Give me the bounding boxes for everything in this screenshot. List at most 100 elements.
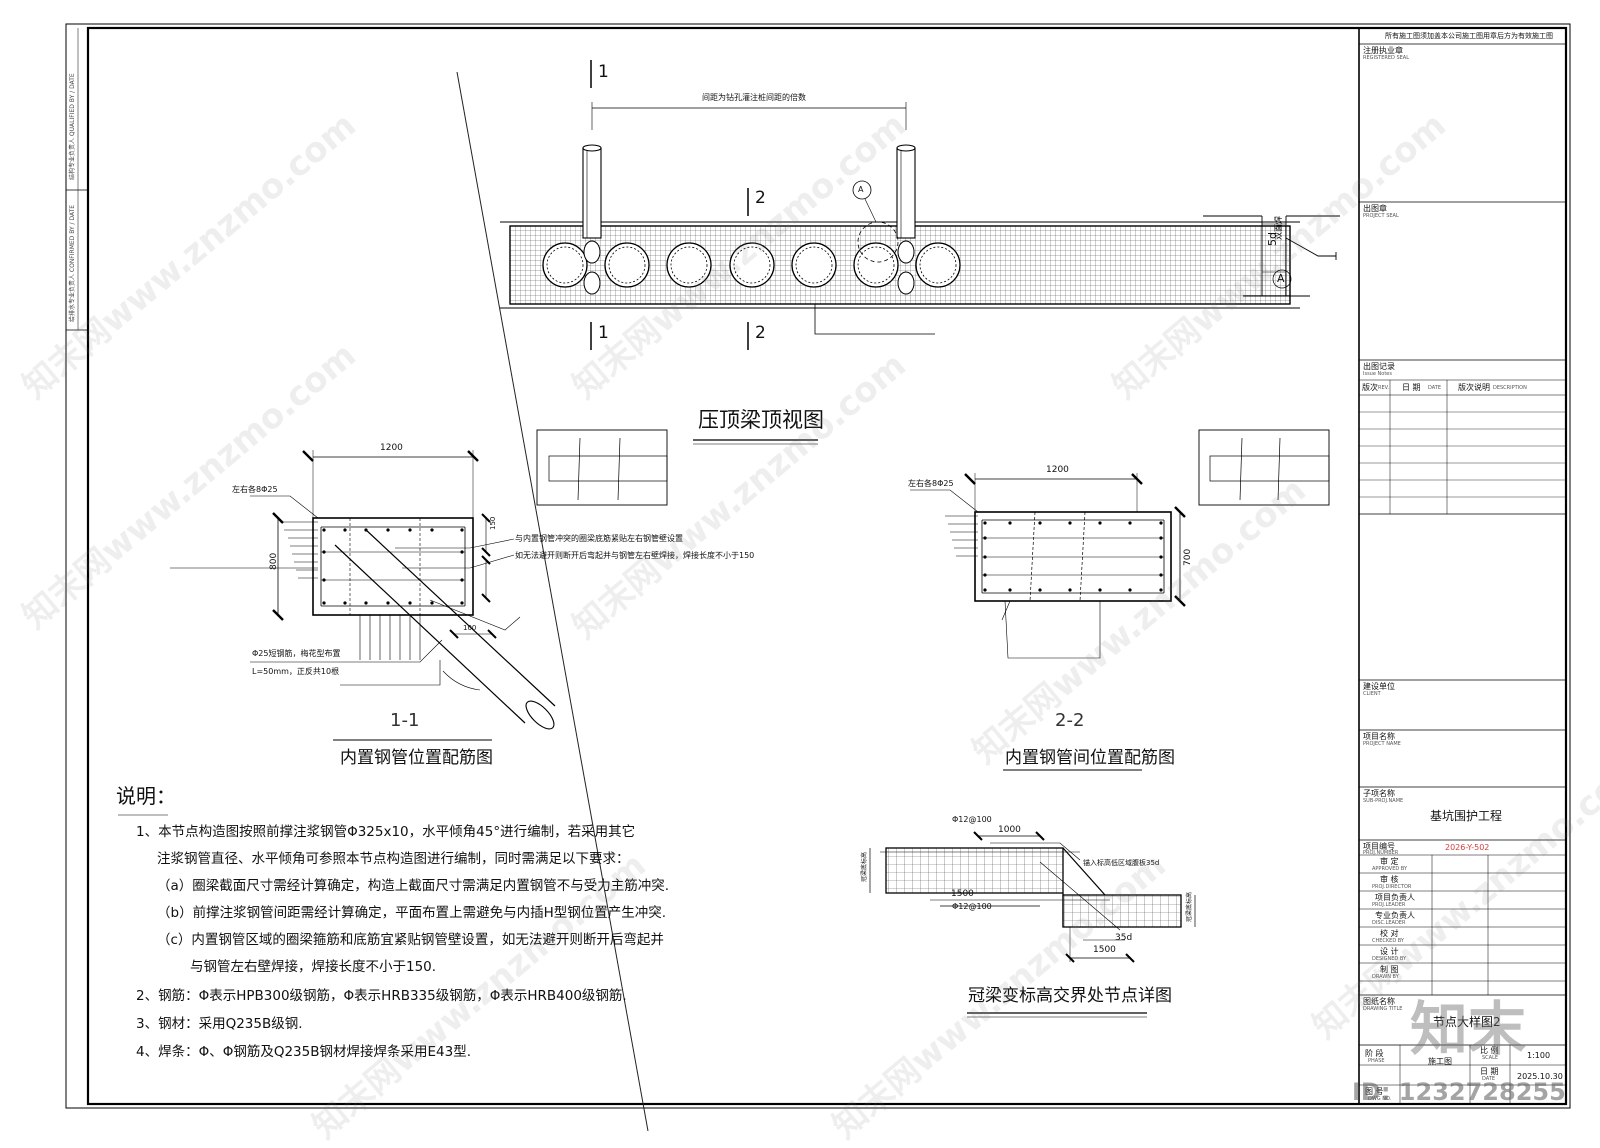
tb-number: 图 号 [1365,1087,1384,1096]
tb-role-3-en: DISC.LEADER [1372,920,1406,926]
section-mark-1-bottom: 1 [598,323,609,343]
tb-role-6-en: DRAWN BY [1372,974,1399,980]
note-line-5: （c）内置钢管区域的圈梁箍筋和底筋宜紧贴钢管壁设置，如无法避开则断开后弯起并 [157,932,664,948]
tb-number-en: DWG NO. [1368,1096,1392,1102]
tb-rev-no-en: REV. [1378,385,1389,391]
tb-role-6: 制 图 [1380,965,1399,974]
tb-project-seal-en: PROJECT SEAL [1363,213,1399,219]
tb-project-name: 项目名称 [1363,732,1395,741]
s1-caption: 内置钢管位置配筋图 [340,748,493,768]
tb-client: 建设单位 [1363,682,1395,691]
s2-bar-note: 左右各8Φ25 [908,479,954,488]
cb-dim-1500b: 1500 [1093,945,1116,955]
tb-phase-en: PHASE [1368,1058,1385,1064]
tb-reg-seal-en: REGISTERED SEAL [1363,55,1409,61]
tb-sub-project-en: SUB-PROJ.NAME [1363,798,1404,804]
tb-header: 所有施工图须加盖本公司施工图用章后方为有效施工图 [1385,32,1553,40]
tb-role-1-en: PROJ.DIRECTOR [1372,884,1412,890]
note-line-7: 2、钢筋：Φ表示HPB300级钢筋，Φ表示HRB335级钢筋，Φ表示HRB400… [136,988,627,1004]
notes-title: 说明： [116,784,176,808]
title-block-frame [1358,28,1566,1104]
tb-role-5-en: DESIGNED BY [1372,956,1407,962]
note-line-9: 4、焊条：Φ、Φ钢筋及Q235B钢材焊接焊条采用E43型. [136,1044,471,1060]
cb-right-label: 冠梁底标高 [1186,891,1193,922]
cb-bar-top: Φ12@100 [952,815,992,824]
watermark-id: ID: 1232728255 [1352,1078,1566,1106]
diagonal-cut-line [456,71,649,1131]
tb-role-0-en: APPROVED BY [1372,866,1408,872]
s1-dim-150: 150 [489,516,497,530]
tb-scale-value: 1:100 [1527,1051,1551,1060]
sidebar-label-top: 结构专业负责人 QUALIFIED BY / DATE [69,73,76,180]
s1-dim-100: 100 [463,624,477,632]
section-2-2-drawing [910,473,1186,771]
cb-dim-1500a: 1500 [951,889,974,899]
cb-dim-35d: 35d [1115,933,1133,943]
crown-beam-drawing [869,831,1196,1018]
tb-role-2-en: PROJ.LEADER [1372,902,1406,908]
tb-scale-en: SCALE [1482,1055,1499,1061]
tb-role-4-en: CHECKED BY [1372,938,1404,944]
cb-anchor-note: 锚入标高低区域腹板35d [1083,859,1160,867]
detail-a-ref: A [1277,272,1285,285]
tb-issue-record-en: Issue Notes [1363,371,1392,377]
s2-label: 2-2 [1055,710,1085,731]
s1-bar-note: 左右各8Φ25 [232,485,278,494]
tb-drawing-title: 图纸名称 [1363,997,1395,1006]
tb-client-en: CLIENT [1363,691,1381,697]
s2-caption: 内置钢管间位置配筋图 [1005,748,1175,768]
side-detail-box-2 [1198,429,1330,506]
cb-caption: 冠梁变标高交界处节点详图 [968,986,1172,1006]
section-1-1-drawing [170,450,556,741]
detail-a-drawing [1203,215,1340,297]
note-line-3: （a）圈梁截面尺寸需经计算确定，构造上截面尺寸需满足内置钢管不与受力主筋冲突. [157,878,670,894]
tb-project-no-value: 2026-Y-502 [1445,843,1490,852]
tb-date-value: 2025.10.30 [1517,1072,1563,1081]
plan-view-drawing [500,60,1300,445]
tb-role-5: 设 计 [1380,947,1399,956]
s1-stud-note-2: L=50mm，正反共10根 [252,667,340,676]
tb-role-3: 专业负责人 [1375,911,1415,920]
tb-reg-seal: 注册执业章 [1363,46,1403,55]
tb-date-col-en: DATE [1428,385,1442,391]
s1-width-dim: 1200 [380,443,403,453]
sidebar-label-bottom: 给排水专业负责人 CONFIRMED BY / DATE [69,204,76,322]
side-detail-box-1 [536,429,668,506]
tb-desc-col-en: DESCRIPTION [1493,385,1527,391]
tb-project-no-en: PROJ.NUMBER [1363,850,1399,856]
tb-phase-value: 施工图 [1428,1057,1452,1066]
tb-project-seal: 出图章 [1363,204,1387,213]
s1-stud-note-1: Φ25短钢筋，梅花型布置 [252,649,341,658]
watermark-brand: 知末 [1410,995,1527,1063]
tb-issue-record: 出图记录 [1363,362,1395,371]
spacing-note: 间距为钻孔灌注桩间距的倍数 [702,93,806,102]
tb-role-4: 校 对 [1380,929,1399,938]
section-mark-1-top: 1 [598,62,609,82]
s2-width-dim: 1200 [1046,465,1069,475]
note-line-1: 1、本节点构造图按照前撑注浆钢管Φ325x10，水平倾角45°进行编制，若采用其… [136,824,636,840]
section-mark-2-bottom: 2 [755,323,766,343]
note-line-4: （b）前撑注浆钢管间距需经计算确定，平面布置上需避免与内插H型钢位置产生冲突. [157,905,667,921]
tb-desc-col: 版次说明 [1458,383,1490,392]
section-mark-2-top: 2 [755,188,766,208]
tb-role-1: 审 核 [1380,875,1399,884]
tb-sub-project: 子项名称 [1363,789,1395,798]
detail-ref-bubble: A [858,185,864,194]
tb-scale: 比 例 [1480,1046,1499,1055]
note-line-2: 注浆钢管直径、水平倾角可参照本节点构造图进行编制，同时需满足以下要求： [157,851,630,867]
s1-note-1: 与内置钢管冲突的圈梁底筋紧贴左右钢管壁设置 [515,534,683,543]
cb-left-label: 冠梁底标高 [861,851,868,882]
s1-label: 1-1 [390,710,420,731]
tb-phase: 阶 段 [1365,1049,1384,1058]
tb-date-en: DATE [1482,1076,1496,1082]
tb-project-no: 项目编号 [1363,842,1395,851]
tb-role-2: 项目负责人 [1375,893,1415,902]
tb-role-0: 审 定 [1380,857,1399,866]
s1-note-2: 如无法避开则断开后弯起并与钢管左右壁焊接，焊接长度不小于150 [515,551,755,560]
tb-drawing-title-value: 节点大样图2 [1433,1015,1501,1029]
cb-dim-1000: 1000 [998,825,1021,835]
note-line-6: 与钢管左右壁焊接，焊接长度不小于150. [190,959,437,975]
note-line-8: 3、钢材：采用Q235B级钢. [136,1016,303,1032]
s1-height-dim: 800 [269,552,279,570]
